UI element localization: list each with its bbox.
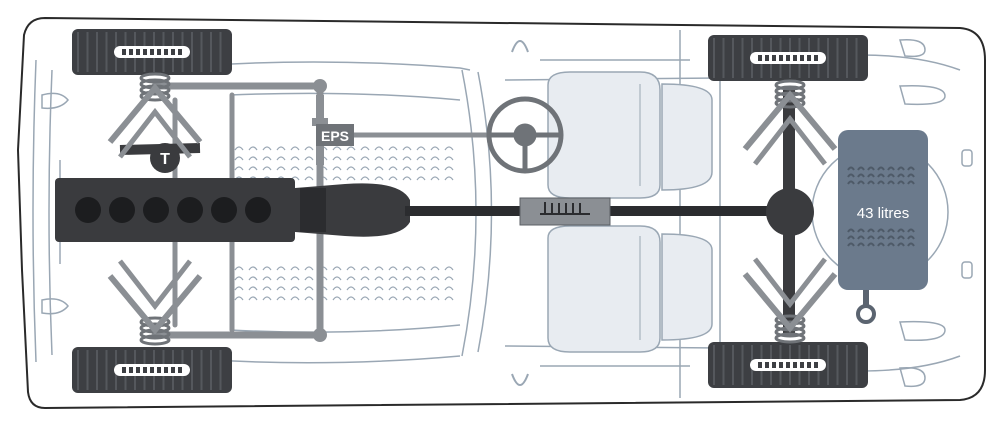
seats <box>547 71 713 353</box>
wheel-rear-left-spring <box>742 79 838 166</box>
fuel-tank <box>838 130 928 290</box>
wheels <box>72 29 868 393</box>
seat-left <box>547 71 713 199</box>
turbo-badge-label: T <box>160 151 170 168</box>
seat-right <box>547 225 713 353</box>
engine <box>55 178 410 242</box>
engine-block <box>55 178 295 242</box>
eps-label: EPS <box>321 128 349 144</box>
fuel-tank-label: 43 litres <box>857 205 910 222</box>
wheel-rear-right-spring <box>742 257 838 344</box>
driveshaft <box>405 90 814 335</box>
wheel-rear-right <box>708 342 868 388</box>
hood-louvres <box>234 146 454 301</box>
wheel-front-right-spring <box>107 259 203 346</box>
wheel-front-left-spring <box>107 72 203 159</box>
eps-box <box>316 124 354 146</box>
wheel-front-right <box>72 347 232 393</box>
frame-joints <box>313 79 327 342</box>
steering-wheel-icon <box>486 96 564 174</box>
wheel-rear-left <box>708 35 868 81</box>
steering: EPS <box>312 95 564 174</box>
wheel-front-left <box>72 29 232 75</box>
fuel-tank-icon: 43 litres <box>838 130 928 324</box>
turbo-icon: T <box>119 143 201 173</box>
engine-cylinders <box>75 197 271 223</box>
